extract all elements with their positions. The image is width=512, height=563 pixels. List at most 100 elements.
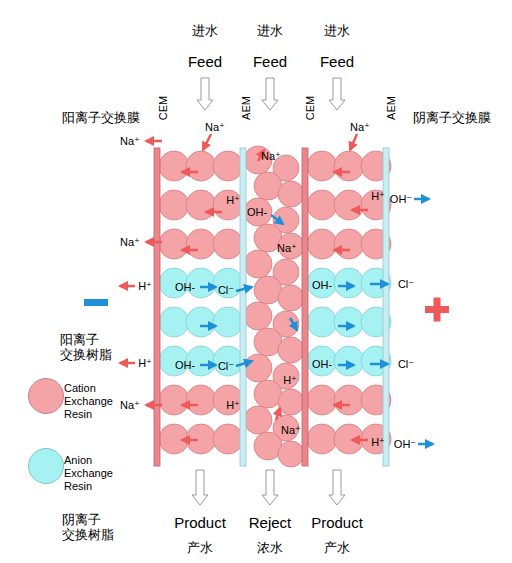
- stream-label: Feed: [188, 53, 222, 70]
- membrane-label: AEM: [240, 96, 253, 120]
- cation-membrane: [302, 148, 308, 466]
- stream-label: 产水: [324, 541, 350, 556]
- ion-label: H⁺: [226, 194, 240, 207]
- ion-arrow: [271, 215, 283, 224]
- ion-label: OH⁻: [394, 438, 416, 451]
- ion-label: OH-: [247, 206, 267, 219]
- resin-bead: [213, 385, 243, 415]
- ion-arrow: [352, 209, 368, 212]
- ion-label: Na⁺: [281, 424, 301, 437]
- stream-label: Product: [174, 514, 226, 531]
- resin-bead: [307, 307, 337, 337]
- ion-label: OH⁻: [390, 193, 412, 206]
- ion-label: OH-: [312, 358, 332, 371]
- ion-label: Na⁺: [120, 236, 140, 249]
- ion-label: Na⁺: [205, 121, 225, 134]
- stream-label: 产水: [187, 541, 213, 556]
- ion-arrow: [146, 404, 162, 407]
- flow-arrow: [262, 78, 278, 110]
- resin-bead: [213, 229, 243, 259]
- ion-arrow: [290, 318, 297, 330]
- ion-label: Cl⁻: [218, 360, 234, 373]
- resin-bead: [307, 268, 337, 298]
- ion-arrow: [370, 363, 388, 366]
- resin-bead: [159, 151, 189, 181]
- ion-arrow: [120, 285, 135, 288]
- legend-swatch: [28, 448, 64, 484]
- resin-bead: [159, 307, 189, 337]
- resin-bead: [213, 268, 243, 298]
- ion-label: OH-: [312, 279, 332, 292]
- membrane-label: CEM: [157, 96, 170, 120]
- stream-label: Reject: [249, 514, 292, 531]
- resin-bead: [334, 346, 364, 376]
- resin-bead: [334, 268, 364, 298]
- ion-arrow: [120, 362, 135, 365]
- stream-label: Product: [311, 514, 363, 531]
- ion-arrow: [236, 361, 252, 366]
- cathode-minus: [84, 299, 108, 306]
- resin-bead: [307, 190, 337, 220]
- resin-bead: [159, 229, 189, 259]
- resin-bead: [278, 181, 304, 207]
- stream-label: 进水: [257, 24, 283, 39]
- ion-label: H⁺: [226, 399, 240, 412]
- ion-arrow: [182, 249, 198, 252]
- ion-arrow: [146, 241, 162, 244]
- resin-bead: [334, 307, 364, 337]
- resin-label: 阳离子 交换树脂: [60, 333, 115, 363]
- ion-arrow: [338, 285, 354, 288]
- stream-label: 进水: [192, 24, 218, 39]
- anode-plus: [434, 298, 441, 322]
- stream-label: 进水: [324, 24, 350, 39]
- resin-bead: [278, 441, 304, 467]
- ion-arrow: [350, 134, 357, 150]
- ion-arrow: [414, 198, 429, 201]
- resin-bead: [307, 385, 337, 415]
- flow-arrow: [329, 78, 345, 110]
- resin-label: 阴离子 交换树脂: [62, 513, 117, 543]
- resin-bead: [244, 250, 272, 278]
- resin-bead: [213, 424, 243, 454]
- resin-bead: [186, 385, 216, 415]
- ion-arrow: [334, 404, 350, 407]
- ion-arrow: [352, 439, 368, 442]
- resin-bead: [213, 307, 243, 337]
- ion-arrow: [370, 283, 388, 286]
- resin-bead: [213, 151, 243, 181]
- resin-bead: [278, 285, 304, 311]
- flow-arrow: [192, 470, 208, 505]
- legend-text: Cation Exchange Resin: [64, 382, 116, 422]
- ion-arrow: [203, 134, 211, 150]
- resin-bead: [186, 151, 216, 181]
- stream-label: 浓水: [257, 541, 283, 556]
- ion-label: OH-: [175, 281, 195, 294]
- ion-arrow: [182, 404, 198, 407]
- stream-label: 阴离子交换膜: [413, 111, 491, 126]
- resin-bead: [186, 229, 216, 259]
- resin-bead: [307, 424, 337, 454]
- ion-label: H⁺: [371, 436, 385, 449]
- ion-arrow: [146, 140, 162, 143]
- ion-arrow: [334, 249, 350, 252]
- membrane-label: AEM: [385, 96, 398, 120]
- resin-bead: [186, 190, 216, 220]
- ion-arrow: [182, 171, 198, 174]
- resin-bead: [159, 385, 189, 415]
- ion-label: Na⁺: [120, 399, 140, 412]
- ion-label: Cl⁻: [218, 284, 234, 297]
- resin-bead: [334, 190, 364, 220]
- resin-bead: [278, 389, 304, 415]
- cation-membrane: [154, 148, 160, 466]
- ion-arrow: [206, 211, 222, 214]
- ion-label: H⁺: [283, 374, 297, 387]
- resin-bead: [186, 307, 216, 337]
- ion-arrow: [338, 325, 354, 328]
- resin-bead: [334, 229, 364, 259]
- resin-bead: [244, 354, 272, 382]
- ion-arrow: [276, 408, 280, 420]
- ion-arrow: [338, 364, 354, 367]
- flow-arrow: [262, 470, 278, 505]
- resin-bead: [307, 151, 337, 181]
- resin-bead: [244, 198, 272, 226]
